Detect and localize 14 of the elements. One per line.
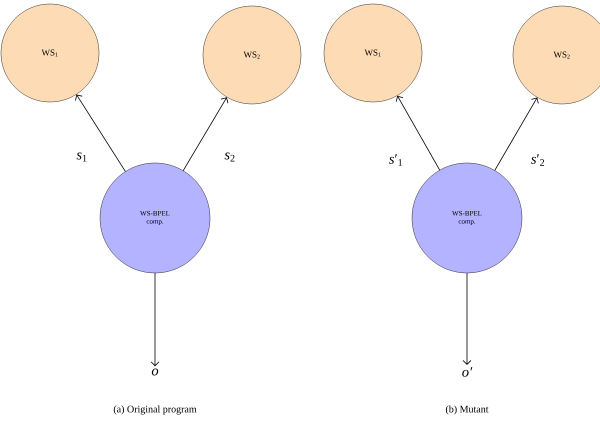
edge-label: s′$_{2}$ — [531, 154, 544, 166]
edge-label: s$_{2}$ — [224, 152, 234, 162]
output-label: o — [152, 368, 158, 376]
arrow — [150, 272, 160, 366]
arrow — [75, 94, 126, 172]
arrow — [494, 98, 539, 171]
caption: (a) Original program — [114, 405, 196, 415]
edge-label: s′$_{1}$ — [389, 154, 402, 166]
edge-label: s$_{1}$ — [76, 152, 86, 162]
caption: (b) Mutant — [446, 405, 488, 415]
arrow — [462, 272, 472, 365]
output-label: o′ — [462, 367, 472, 377]
arrow — [396, 96, 440, 170]
arrow — [182, 97, 228, 171]
